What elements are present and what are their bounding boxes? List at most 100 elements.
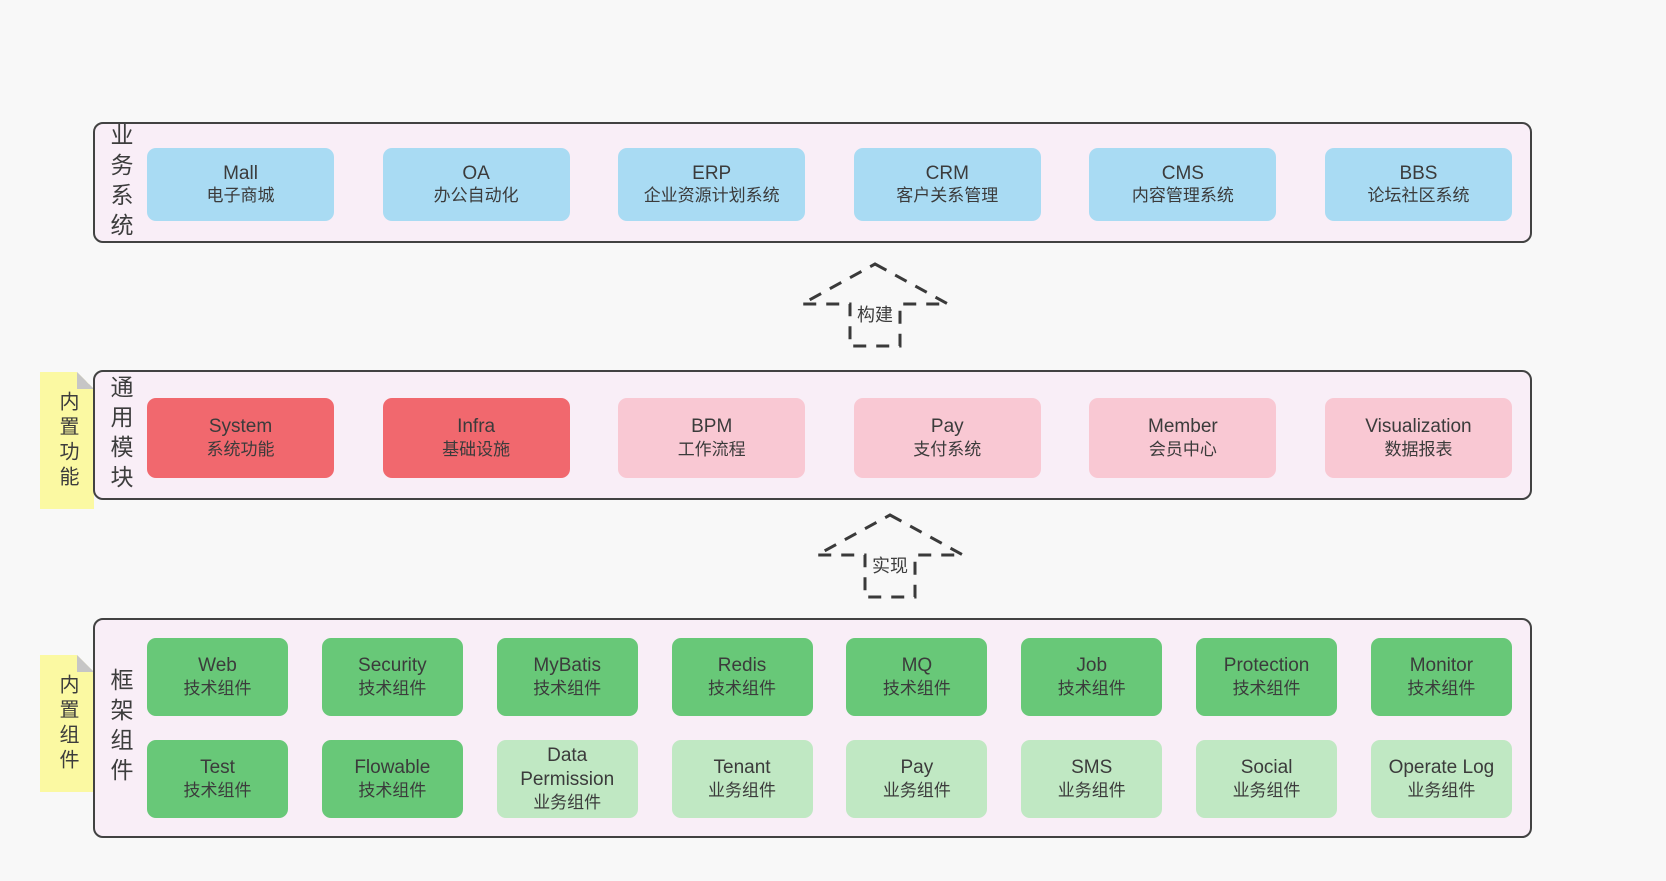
box-erp: ERP 企业资源计划系统	[618, 148, 806, 221]
up-block-arrow-icon	[801, 262, 949, 348]
box-data-permission: Data Permission 业务组件	[496, 740, 638, 818]
box-title: Web	[198, 655, 237, 677]
box-protection: Protection 技术组件	[1196, 638, 1338, 716]
box-operate-log: Operate Log 业务组件	[1370, 740, 1512, 818]
box-title: BBS	[1399, 162, 1438, 184]
box-bpm: BPM 工作流程	[618, 398, 806, 478]
box-subtitle: 技术组件	[882, 678, 951, 698]
box-title: Security	[358, 655, 427, 677]
box-mq: MQ 技术组件	[846, 638, 988, 716]
box-infra: Infra 基础设施	[382, 398, 570, 478]
box-title: Job	[1076, 655, 1108, 677]
layer-side-label: 业务系统	[107, 122, 133, 243]
box-title: MyBatis	[533, 655, 601, 677]
box-subtitle: 办公自动化	[433, 186, 519, 206]
box-subtitle: 系统功能	[206, 439, 275, 459]
box-oa: OA 办公自动化	[382, 148, 570, 221]
box-subtitle: 基础设施	[442, 439, 511, 459]
box-subtitle: 技术组件	[358, 780, 427, 800]
box-pay-module: Pay 支付系统	[853, 398, 1041, 478]
box-subtitle: 业务组件	[533, 792, 602, 812]
up-block-arrow-icon	[816, 513, 964, 599]
arrow-label: 构建	[853, 300, 897, 328]
box-subtitle: 电子商城	[206, 186, 275, 206]
box-monitor: Monitor 技术组件	[1370, 638, 1512, 716]
module-box-row: System 系统功能 Infra 基础设施 BPM 工作流程 Pay 支付系统…	[147, 398, 1512, 478]
box-redis: Redis 技术组件	[671, 638, 813, 716]
folded-corner-icon	[77, 655, 94, 672]
box-subtitle: 业务组件	[1232, 780, 1301, 800]
box-subtitle: 客户关系管理	[896, 186, 999, 206]
layer-side-label: 通用模块	[107, 375, 133, 495]
box-subtitle: 支付系统	[913, 439, 982, 459]
box-member: Member 会员中心	[1089, 398, 1277, 478]
box-title: Social	[1240, 757, 1293, 779]
box-title: Pay	[900, 757, 934, 779]
box-pay-component: Pay 业务组件	[846, 740, 988, 818]
folded-corner-icon	[77, 372, 94, 389]
box-title: Pay	[930, 416, 964, 438]
business-box-row: Mall 电子商城 OA 办公自动化 ERP 企业资源计划系统 CRM 客户关系…	[147, 148, 1512, 221]
box-subtitle: 工作流程	[677, 439, 746, 459]
box-subtitle: 技术组件	[708, 678, 777, 698]
box-title: Tenant	[713, 757, 771, 779]
box-subtitle: 技术组件	[358, 678, 427, 698]
component-box-row-1: Web 技术组件 Security 技术组件 MyBatis 技术组件 Redi…	[147, 638, 1512, 716]
box-subtitle: 业务组件	[882, 780, 951, 800]
box-title: Data Permission	[520, 745, 615, 790]
box-web: Web 技术组件	[147, 638, 288, 716]
box-visualization: Visualization 数据报表	[1324, 398, 1512, 478]
box-title: Protection	[1223, 655, 1310, 677]
layer-framework-components: 框架组件 Web 技术组件 Security 技术组件 MyBatis 技术组件…	[93, 618, 1532, 838]
box-title: Mall	[223, 162, 258, 184]
box-title: CRM	[925, 162, 969, 184]
box-cms: CMS 内容管理系统	[1089, 148, 1277, 221]
box-bbs: BBS 论坛社区系统	[1324, 148, 1512, 221]
arrow-label: 实现	[868, 551, 912, 579]
box-title: Visualization	[1365, 416, 1472, 438]
component-box-row-2: Test 技术组件 Flowable 技术组件 Data Permission …	[147, 740, 1512, 818]
box-sms: SMS 业务组件	[1021, 740, 1163, 818]
box-system: System 系统功能	[147, 398, 334, 478]
layer-business-systems: 业务系统 Mall 电子商城 OA 办公自动化 ERP 企业资源计划系统 CRM…	[93, 122, 1532, 243]
layer-common-modules: 通用模块 System 系统功能 Infra 基础设施 BPM 工作流程 Pay…	[93, 370, 1532, 500]
box-title: Monitor	[1409, 655, 1474, 677]
box-title: Infra	[457, 416, 496, 438]
implement-arrow: 实现	[815, 511, 965, 601]
box-tenant: Tenant 业务组件	[671, 740, 813, 818]
note-label: 内置组件	[56, 673, 78, 774]
box-job: Job 技术组件	[1021, 638, 1163, 716]
box-crm: CRM 客户关系管理	[853, 148, 1041, 221]
note-label: 内置功能	[56, 390, 78, 491]
sticky-note-built-in-features: 内置功能	[40, 372, 94, 509]
box-title: Flowable	[354, 757, 431, 779]
sticky-note-built-in-components: 内置组件	[40, 655, 94, 792]
box-title: CMS	[1161, 162, 1204, 184]
box-subtitle: 业务组件	[708, 780, 777, 800]
box-title: Redis	[717, 655, 767, 677]
build-arrow: 构建	[800, 260, 950, 350]
box-subtitle: 技术组件	[1232, 678, 1301, 698]
box-mybatis: MyBatis 技术组件	[496, 638, 638, 716]
box-title: SMS	[1071, 757, 1113, 779]
box-title: Test	[200, 757, 235, 779]
box-subtitle: 技术组件	[183, 780, 252, 800]
box-subtitle: 数据报表	[1384, 439, 1453, 459]
box-security: Security 技术组件	[321, 638, 463, 716]
box-title: Operate Log	[1388, 757, 1495, 779]
box-subtitle: 技术组件	[1057, 678, 1126, 698]
box-flowable: Flowable 技术组件	[321, 740, 463, 818]
box-subtitle: 技术组件	[183, 678, 252, 698]
box-title: BPM	[691, 416, 733, 438]
box-title: ERP	[692, 162, 732, 184]
box-subtitle: 内容管理系统	[1131, 186, 1234, 206]
box-social: Social 业务组件	[1196, 740, 1338, 818]
box-subtitle: 业务组件	[1057, 780, 1126, 800]
box-mall: Mall 电子商城	[147, 148, 334, 221]
box-subtitle: 会员中心	[1148, 439, 1217, 459]
box-title: MQ	[901, 655, 933, 677]
layer-side-label: 框架组件	[107, 668, 133, 788]
box-subtitle: 业务组件	[1407, 780, 1476, 800]
box-title: System	[208, 416, 273, 438]
box-subtitle: 论坛社区系统	[1367, 186, 1470, 206]
